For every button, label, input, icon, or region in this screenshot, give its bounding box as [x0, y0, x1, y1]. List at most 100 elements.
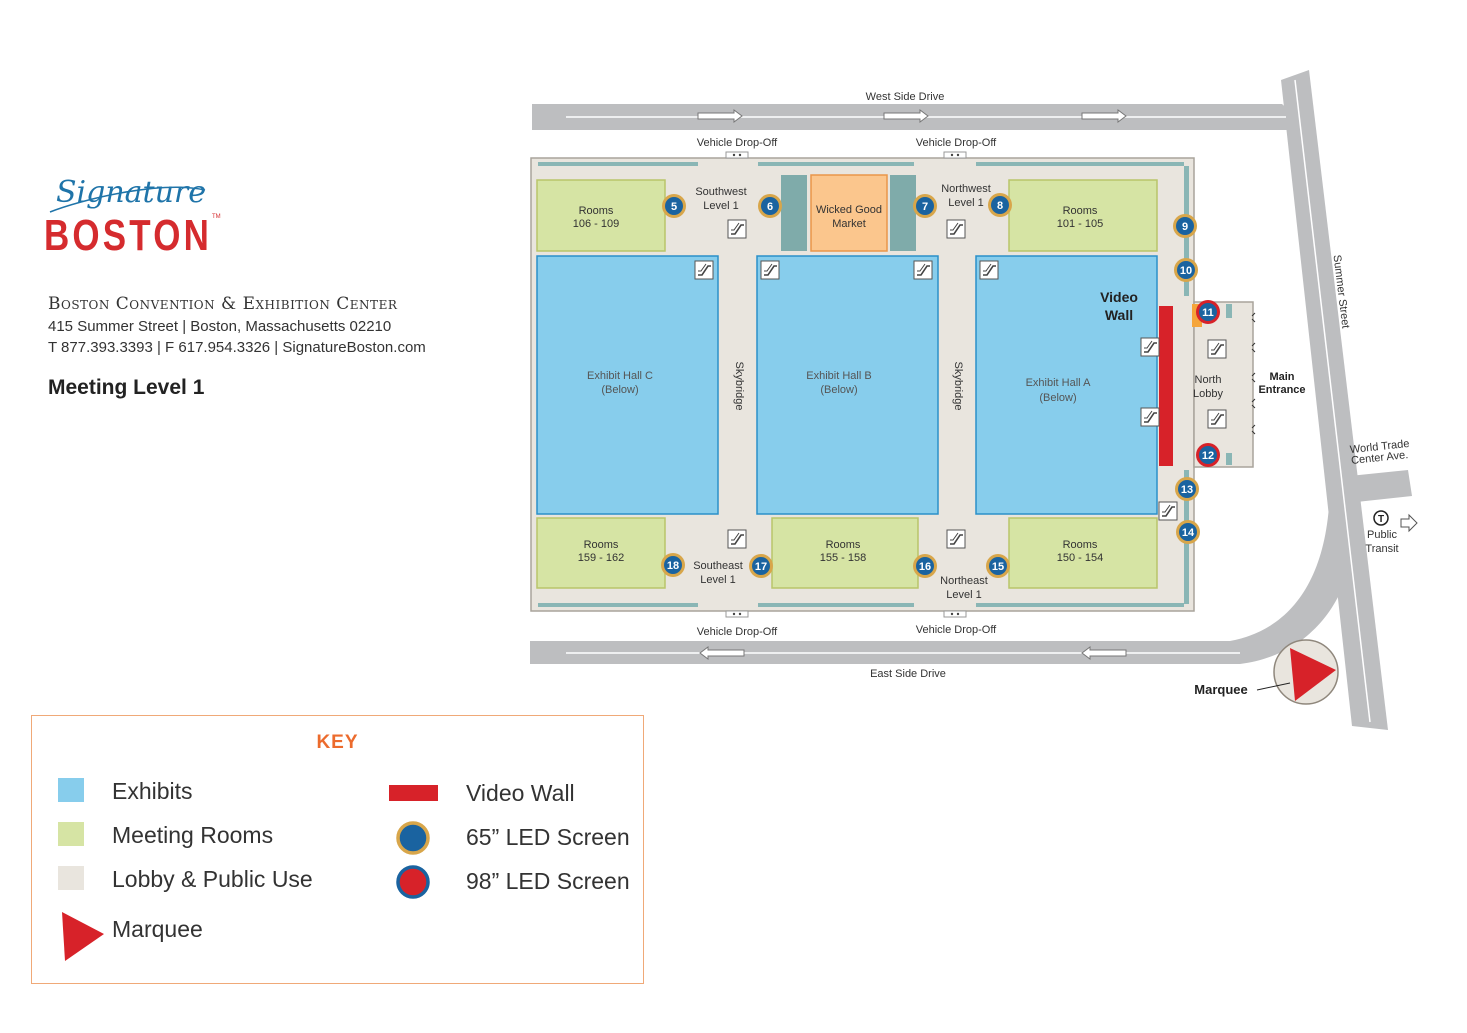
- summer-street-road: [1281, 70, 1388, 730]
- led-screen-number: 17: [755, 561, 767, 573]
- marquee-key-icon: [62, 912, 104, 961]
- skybridge-label: Skybridge: [952, 362, 964, 411]
- led-screen-7-icon: 7: [913, 194, 937, 218]
- market-label: Wicked Good: [816, 204, 882, 216]
- led-screen-number: 14: [1182, 527, 1195, 539]
- wtc-ave-label-2: Center Ave.: [1351, 449, 1409, 467]
- escalator-icon: [727, 529, 747, 549]
- skybridge-label: Skybridge: [733, 362, 745, 411]
- north-lobby-label: Lobby: [1193, 388, 1223, 400]
- rooms-label: Rooms: [1063, 205, 1098, 217]
- led-screen-number: 12: [1202, 450, 1214, 462]
- rooms-range: 159 - 162: [578, 552, 624, 564]
- led-65-key-label: 65” LED Screen: [466, 824, 630, 850]
- rooms-range: 101 - 105: [1057, 218, 1103, 230]
- led-98-key-icon: [396, 865, 430, 899]
- venue-contact: T 877.393.3393 | F 617.954.3326 | Signat…: [48, 339, 426, 356]
- led-screen-number: 9: [1182, 221, 1188, 233]
- video-wall: [1159, 306, 1173, 466]
- exhibits-key-label: Exhibits: [112, 778, 193, 804]
- rooms-range: 150 - 154: [1057, 552, 1103, 564]
- northwest-level: Level 1: [948, 197, 983, 209]
- north-lobby-floor: [1193, 301, 1254, 468]
- video-wall-key-label: Video Wall: [466, 780, 575, 806]
- map-key: KEY Exhibits Meeting Rooms Lobby & Publi…: [31, 715, 644, 984]
- dropoff-label-ne: Vehicle Drop-Off: [916, 137, 997, 149]
- wicked-good-market: [810, 174, 888, 252]
- hall-c-label: Exhibit Hall C: [587, 370, 653, 382]
- led-screen-number: 5: [671, 201, 677, 213]
- dropoff-label-nw: Vehicle Drop-Off: [697, 137, 778, 149]
- east-side-drive-label: East Side Drive: [870, 668, 946, 680]
- led-screen-14-icon: 14: [1176, 520, 1200, 544]
- exhibits-swatch: [58, 778, 84, 802]
- building: [530, 151, 1256, 618]
- exhibit-hall-c: [536, 255, 719, 515]
- east-side-drive: [530, 480, 1357, 664]
- led-screen-17-icon: 17: [749, 554, 773, 578]
- led-screen-10-icon: 10: [1174, 258, 1198, 282]
- public-transit-label: Public: [1367, 529, 1397, 541]
- marquee-label: Marquee: [1194, 682, 1247, 697]
- escalator-icon: [1207, 409, 1227, 429]
- led-screen-number: 13: [1181, 484, 1193, 496]
- escalator-icon: [1158, 501, 1178, 521]
- escalator-icon: [1140, 337, 1160, 357]
- public-transit-label: Transit: [1365, 543, 1398, 555]
- marquee-triangle-icon: [1273, 639, 1339, 705]
- led-screen-number: 16: [919, 561, 931, 573]
- meeting-swatch: [58, 822, 84, 846]
- rooms-label: Rooms: [584, 539, 619, 551]
- escalator-icon: [760, 260, 780, 280]
- hall-b-note: (Below): [820, 384, 857, 396]
- led-screen-8-icon: 8: [988, 193, 1012, 217]
- marquee-key-label: Marquee: [112, 916, 203, 942]
- rooms-range: 155 - 158: [820, 552, 866, 564]
- escalator-icon: [946, 529, 966, 549]
- hall-a-note: (Below): [1039, 392, 1076, 404]
- led-screen-9-icon: 9: [1173, 214, 1197, 238]
- escalator-icon: [1207, 339, 1227, 359]
- rooms-155-158: [771, 517, 919, 589]
- escalator-icon: [913, 260, 933, 280]
- escalator-icon: [694, 260, 714, 280]
- northwest-label: Northwest: [941, 183, 991, 195]
- hall-b-label: Exhibit Hall B: [806, 370, 871, 382]
- led-screen-18-icon: 18: [661, 553, 685, 577]
- led-screen-number: 7: [922, 201, 928, 213]
- hall-c-note: (Below): [601, 384, 638, 396]
- rooms-label: Rooms: [1063, 539, 1098, 551]
- exhibit-hall-a: [975, 255, 1158, 515]
- led-screen-number: 18: [667, 560, 679, 572]
- escalator-icon: [946, 219, 966, 239]
- market-label: Market: [832, 218, 866, 230]
- lobby-swatch: [58, 866, 84, 890]
- rooms-106-109: [536, 179, 666, 252]
- logo-script: Signature: [56, 175, 206, 210]
- led-screen-16-icon: 16: [913, 554, 937, 578]
- dropoff-label-sw: Vehicle Drop-Off: [697, 626, 778, 638]
- level-title: Meeting Level 1: [48, 376, 205, 399]
- escalator-icon: [1140, 407, 1160, 427]
- rooms-101-105: [1008, 179, 1158, 252]
- southwest-level: Level 1: [703, 200, 738, 212]
- led-screen-5-icon: 5: [662, 194, 686, 218]
- dropoff-label-se: Vehicle Drop-Off: [916, 624, 997, 636]
- video-wall-label: Wall: [1105, 307, 1133, 323]
- led-screen-13-icon: 13: [1175, 477, 1199, 501]
- rooms-150-154: [1008, 517, 1158, 589]
- video-wall-swatch: [389, 785, 438, 801]
- led-98-key-label: 98” LED Screen: [466, 868, 630, 894]
- t-transit-icon: T: [1373, 510, 1389, 526]
- transit-icon-letter: T: [1378, 514, 1384, 525]
- escalator-icon: [727, 219, 747, 239]
- southeast-level: Level 1: [700, 574, 735, 586]
- rooms-label: Rooms: [826, 539, 861, 551]
- led-screen-11-icon: 11: [1196, 300, 1220, 324]
- led-screen-15-icon: 15: [986, 554, 1010, 578]
- led-screen-number: 15: [992, 561, 1004, 573]
- rooms-range: 106 - 109: [573, 218, 619, 230]
- logo-swoosh: [49, 186, 206, 213]
- logo-tm: TM: [212, 214, 221, 220]
